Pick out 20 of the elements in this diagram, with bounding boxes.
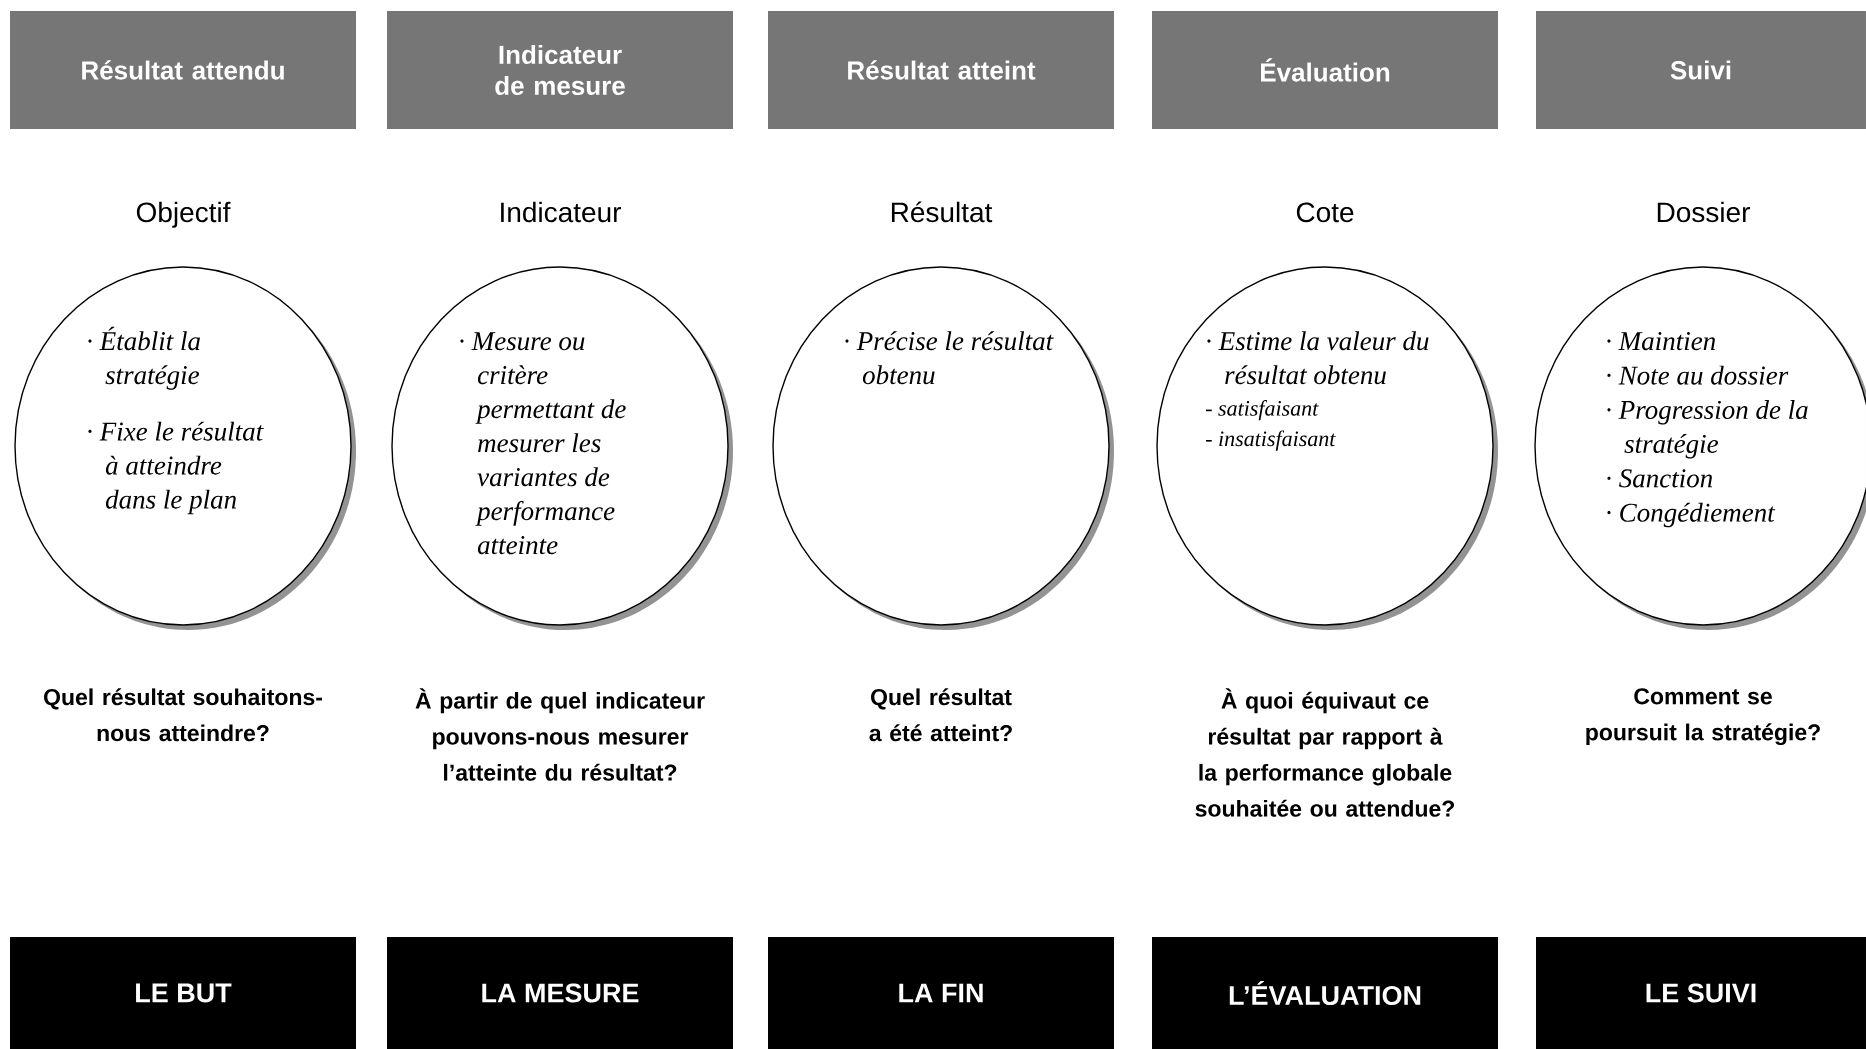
circle-heading: Cote (1296, 202, 1354, 223)
circle-heading: Indicateur (501, 201, 621, 223)
header-box: Résultat atteint (768, 11, 1114, 129)
circle-heading: Dossier (1657, 201, 1750, 223)
question-text: Quel résultat a été atteint? (869, 688, 1012, 742)
question-text: À quoi équivaut ce résultat par rapport à la performance globale souhaitée ou attendue? (1195, 688, 1455, 817)
question-text: Quel résultat souhaitons-nous atteindre? (44, 688, 322, 742)
footer-box: LE BUT (10, 937, 356, 1049)
header-box: Indicateur de mesure (387, 11, 733, 129)
footer-box: LA FIN (768, 937, 1114, 1049)
footer-box: L’ÉVALUATION (1152, 937, 1498, 1049)
circle-heading: Résultat (891, 201, 993, 223)
question-text: À partir de quel indicateur pouvons-nous mesurer l’atteinte du résultat? (415, 688, 705, 781)
footer-box: LA MESURE (387, 937, 733, 1049)
header-box: Suivi (1536, 11, 1866, 129)
circle-heading: Objectif (136, 201, 231, 228)
header-box: Résultat attendu (10, 11, 356, 129)
question-text: Comment se poursuit la stratégie? (1586, 688, 1820, 746)
header-box: Évaluation (1152, 11, 1498, 129)
footer-box: LE SUIVI (1536, 937, 1866, 1049)
